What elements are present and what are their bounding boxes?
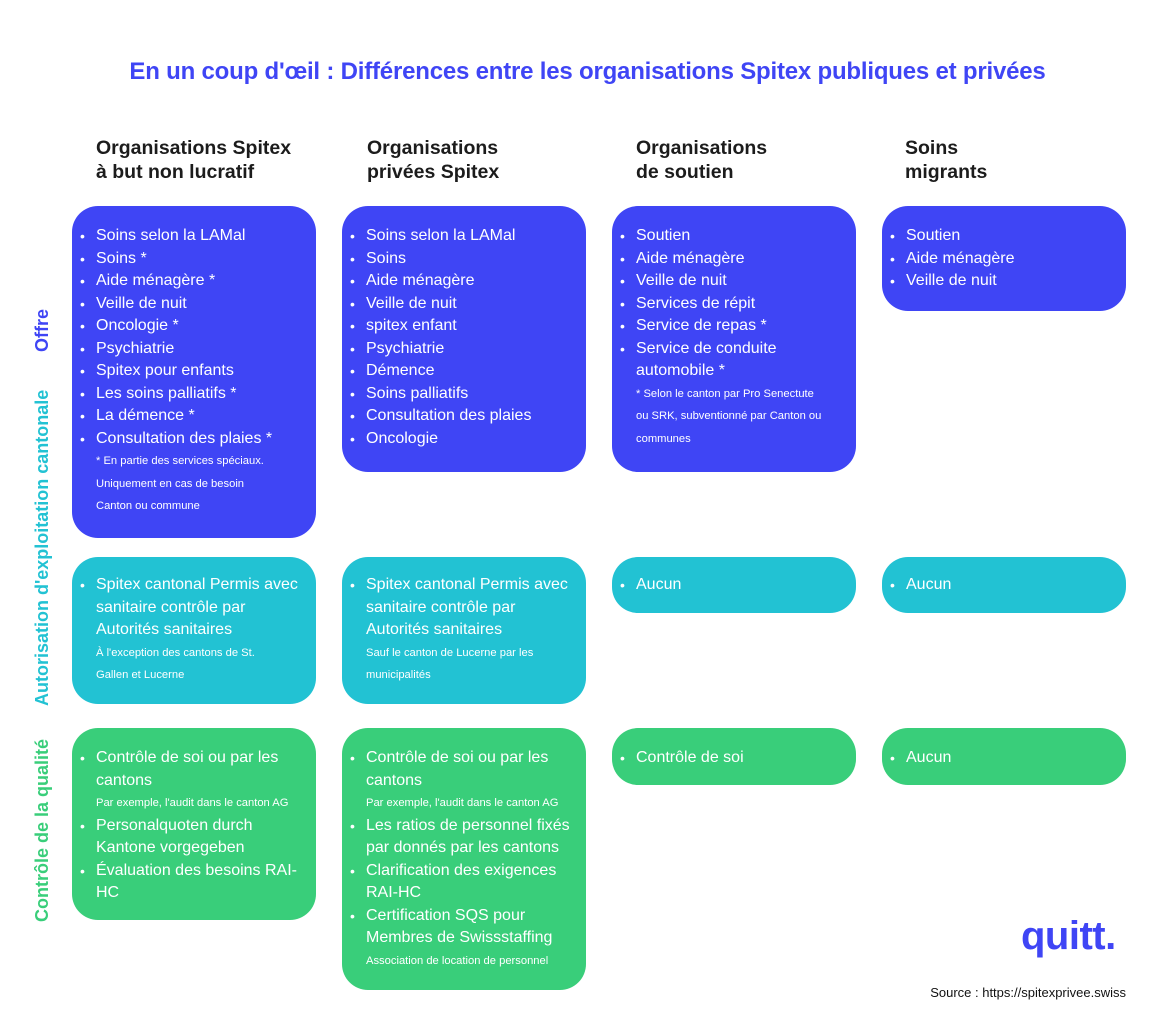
list-item: Psychiatrie	[80, 338, 304, 361]
autorisation-card-non-profit: Spitex cantonal Permis avec sanitaire co…	[72, 557, 316, 704]
column-header-line: Organisations	[367, 137, 499, 159]
list-item: Clarification des exigences RAI-HC	[350, 860, 574, 905]
list-item: Soutien	[890, 225, 1114, 248]
list-item: Soins selon la LAMal	[350, 225, 574, 248]
offre-card-private: Soins selon la LAMal Soins Aide ménagère…	[342, 206, 586, 472]
list-item: Soins *	[80, 248, 304, 271]
list-item: Spitex pour enfants	[80, 360, 304, 383]
column-header-line: Soins	[905, 137, 959, 159]
list-item: Contrôle de soi ou par les cantons	[350, 747, 574, 792]
list-item: Consultation des plaies	[350, 405, 574, 428]
list-item: Service de repas *	[620, 315, 844, 338]
list-item: Contrôle de soi	[620, 747, 844, 770]
list-item: Oncologie	[350, 428, 574, 451]
list-item: Spitex cantonal Permis avec sanitaire co…	[80, 574, 304, 642]
column-header-line: de soutien	[636, 161, 734, 183]
list-item: Aucun	[620, 574, 844, 597]
list-item: Les soins palliatifs *	[80, 383, 304, 406]
footnote: communes	[636, 432, 691, 445]
list-item: Soins selon la LAMal	[80, 225, 304, 248]
list-item: Veille de nuit	[620, 270, 844, 293]
list-item: Certification SQS pour Membres de Swisss…	[350, 905, 574, 950]
offre-card-non-profit: Soins selon la LAMal Soins * Aide ménagè…	[72, 206, 316, 538]
footnote: municipalités	[366, 669, 431, 681]
offre-card-migrant-care: Soutien Aide ménagère Veille de nuit	[882, 206, 1126, 311]
row-label-autorisation: Autorisation d'exploitation cantonale	[32, 389, 52, 706]
list-item: Aide ménagère	[620, 248, 844, 271]
list-item: Personalquoten durch Kantone vorgegeben	[80, 815, 304, 860]
list-item: Veille de nuit	[890, 270, 1114, 293]
column-header-private: Organisations privées Spitex	[367, 136, 499, 184]
list-item: Aide ménagère	[890, 248, 1114, 271]
column-header-line: à but non lucratif	[96, 161, 255, 183]
column-header-line: migrants	[905, 161, 988, 183]
item-note: Par exemple, l'audit dans le canton AG	[366, 797, 559, 809]
list-item: Soins palliatifs	[350, 383, 574, 406]
list-item: Psychiatrie	[350, 338, 574, 361]
column-header-support: Organisations de soutien	[636, 136, 767, 184]
list-item: Veille de nuit	[80, 293, 304, 316]
list-item: Veille de nuit	[350, 293, 574, 316]
list-item: Les ratios de personnel fixés par donnés…	[350, 815, 574, 860]
list-item: Service de conduite automobile *	[620, 338, 844, 383]
list-item: Spitex cantonal Permis avec sanitaire co…	[350, 574, 574, 642]
footnote: Canton ou commune	[96, 500, 200, 512]
column-header-migrant-care: Soins migrants	[905, 136, 987, 184]
footnote: Gallen et Lucerne	[96, 669, 185, 681]
item-note: Association de location de personnel	[366, 954, 549, 967]
list-item: Évaluation des besoins RAI-HC	[80, 860, 304, 905]
footnote: * Selon le canton par Pro Senectute	[636, 387, 814, 400]
list-item: Soins	[350, 248, 574, 271]
autorisation-card-migrant-care: Aucun	[882, 557, 1126, 613]
autorisation-card-support: Aucun	[612, 557, 856, 613]
row-label-qualite: Contrôle de la qualité	[32, 738, 52, 922]
qualite-card-support: Contrôle de soi	[612, 728, 856, 785]
item-note: Par exemple, l'audit dans le canton AG	[96, 797, 289, 809]
list-item: Contrôle de soi ou par les cantons	[80, 747, 304, 792]
list-item: Aucun	[890, 574, 1114, 597]
list-item: Soutien	[620, 225, 844, 248]
column-header-line: privées Spitex	[367, 161, 500, 183]
list-item: Aide ménagère	[350, 270, 574, 293]
list-item: spitex enfant	[350, 315, 574, 338]
qualite-card-private: Contrôle de soi ou par les cantons Par e…	[342, 728, 586, 990]
column-header-line: Organisations Spitex	[96, 137, 292, 159]
source-credit: Source : https://spitexprivee.swiss	[930, 985, 1126, 1000]
list-item: Démence	[350, 360, 574, 383]
list-item: Aide ménagère *	[80, 270, 304, 293]
list-item: La démence *	[80, 405, 304, 428]
qualite-card-migrant-care: Aucun	[882, 728, 1126, 785]
list-item: Oncologie *	[80, 315, 304, 338]
offre-card-support: Soutien Aide ménagère Veille de nuit Ser…	[612, 206, 856, 472]
column-header-non-profit: Organisations Spitex à but non lucratif	[96, 136, 291, 184]
autorisation-card-private: Spitex cantonal Permis avec sanitaire co…	[342, 557, 586, 704]
column-header-line: Organisations	[636, 137, 768, 159]
footnote: Sauf le canton de Lucerne par les	[366, 646, 534, 659]
list-item: Services de répit	[620, 293, 844, 316]
footnote: * En partie des services spéciaux.	[96, 455, 264, 467]
footnote: À l'exception des cantons de St.	[96, 646, 255, 659]
footnote: ou SRK, subventionné par Canton ou	[636, 410, 822, 422]
page-title: En un coup d'œil : Différences entre les…	[129, 58, 1046, 85]
footnote: Uniquement en cas de besoin	[96, 477, 245, 490]
row-label-offre: Offre	[32, 308, 52, 352]
quitt-logo: quitt.	[1021, 914, 1116, 958]
qualite-card-non-profit: Contrôle de soi ou par les cantons Par e…	[72, 728, 316, 920]
list-item: Aucun	[890, 747, 1114, 770]
list-item: Consultation des plaies *	[80, 428, 304, 451]
